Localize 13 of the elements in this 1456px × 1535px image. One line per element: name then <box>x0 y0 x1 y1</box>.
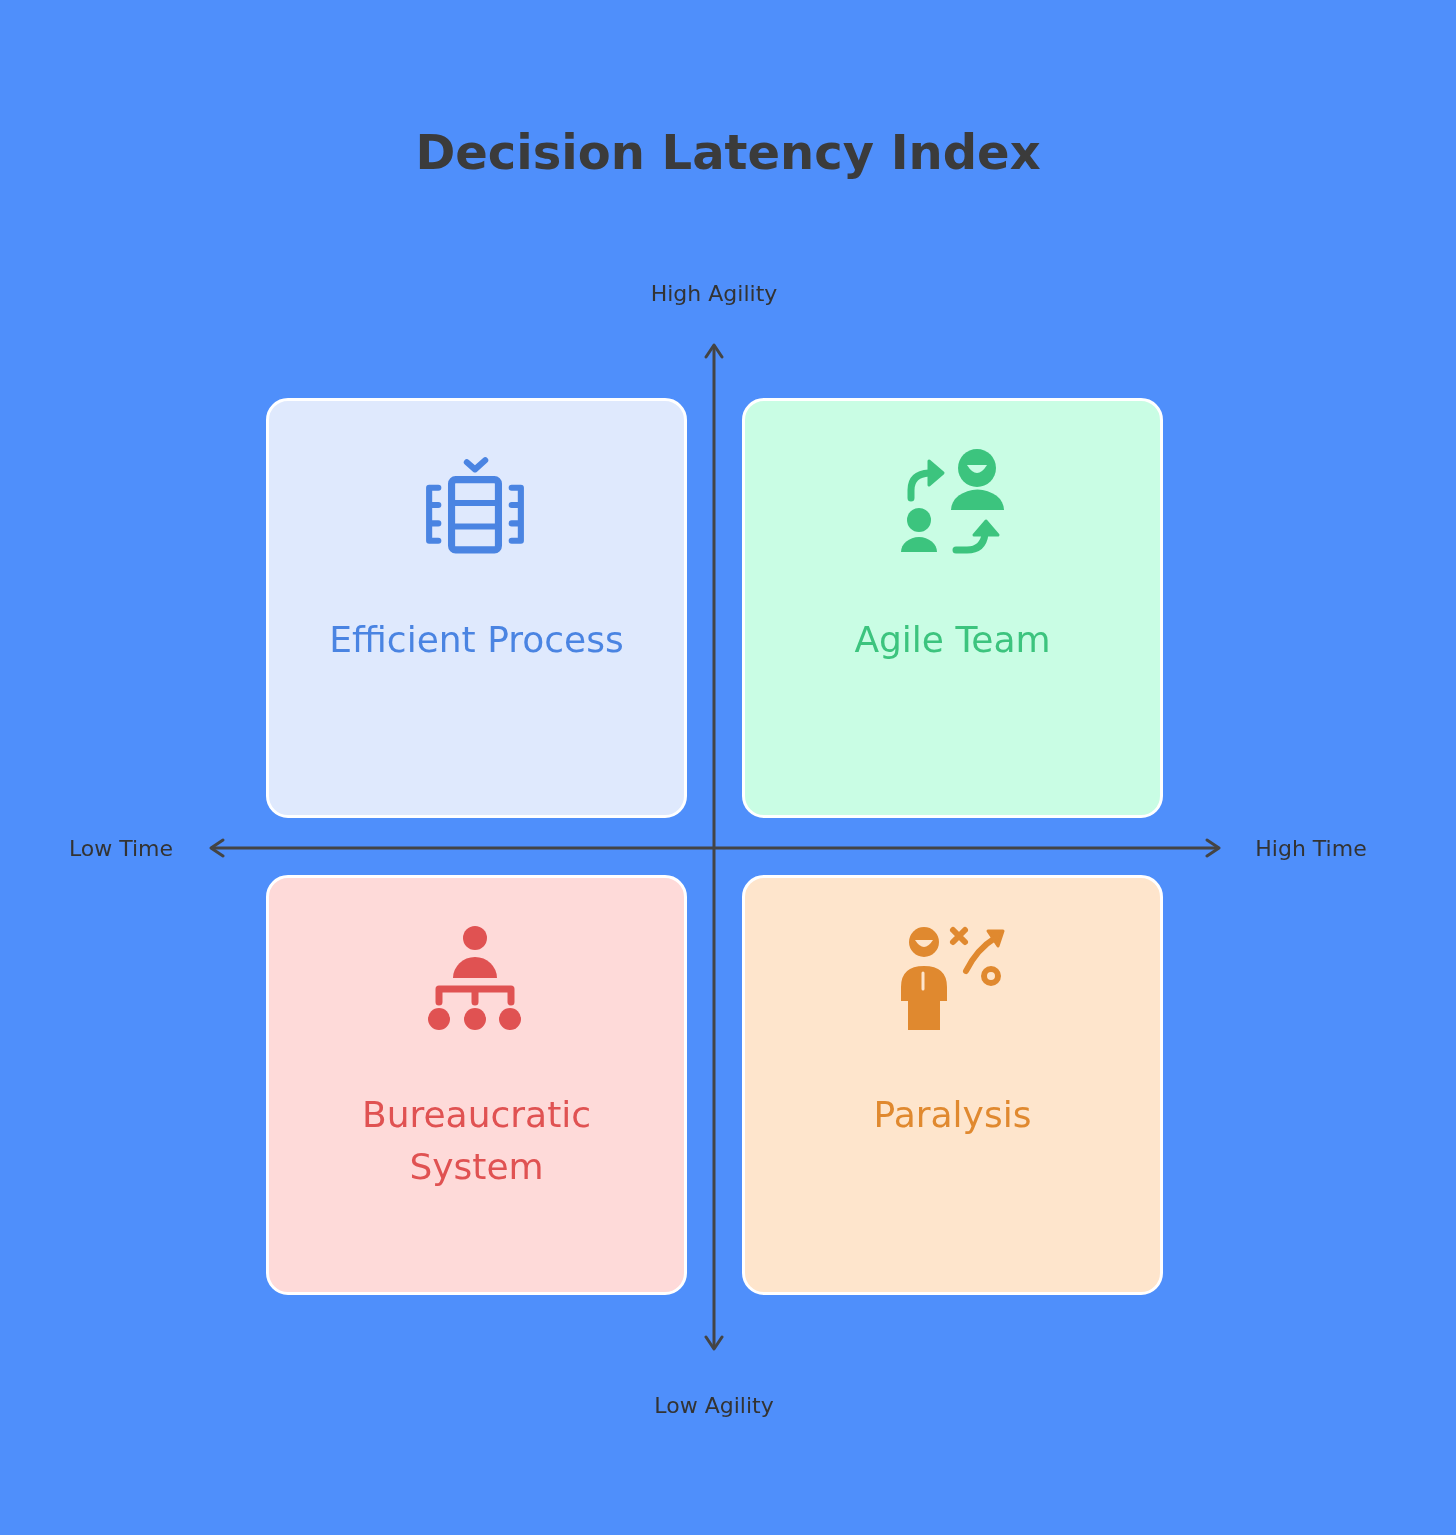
axis-label: Low Time <box>68 835 174 861</box>
quadrant-box <box>266 398 687 818</box>
quadrant-box <box>742 875 1163 1295</box>
quadrant-label: Efficient Process <box>329 617 624 662</box>
quadrant-box <box>266 875 687 1295</box>
quadrant-label: Paralysis <box>873 1092 1032 1137</box>
diagram-title: Decision Latency Index <box>415 124 1041 180</box>
quadrant-label: Agile Team <box>854 617 1051 662</box>
axis-label: Low Agility <box>654 1392 774 1418</box>
axis-label: High Agility <box>650 280 778 306</box>
quadrant-box <box>742 398 1163 818</box>
quadrant-label: Bureaucratic System <box>360 1092 593 1189</box>
axis-label: High Time <box>1255 835 1367 861</box>
